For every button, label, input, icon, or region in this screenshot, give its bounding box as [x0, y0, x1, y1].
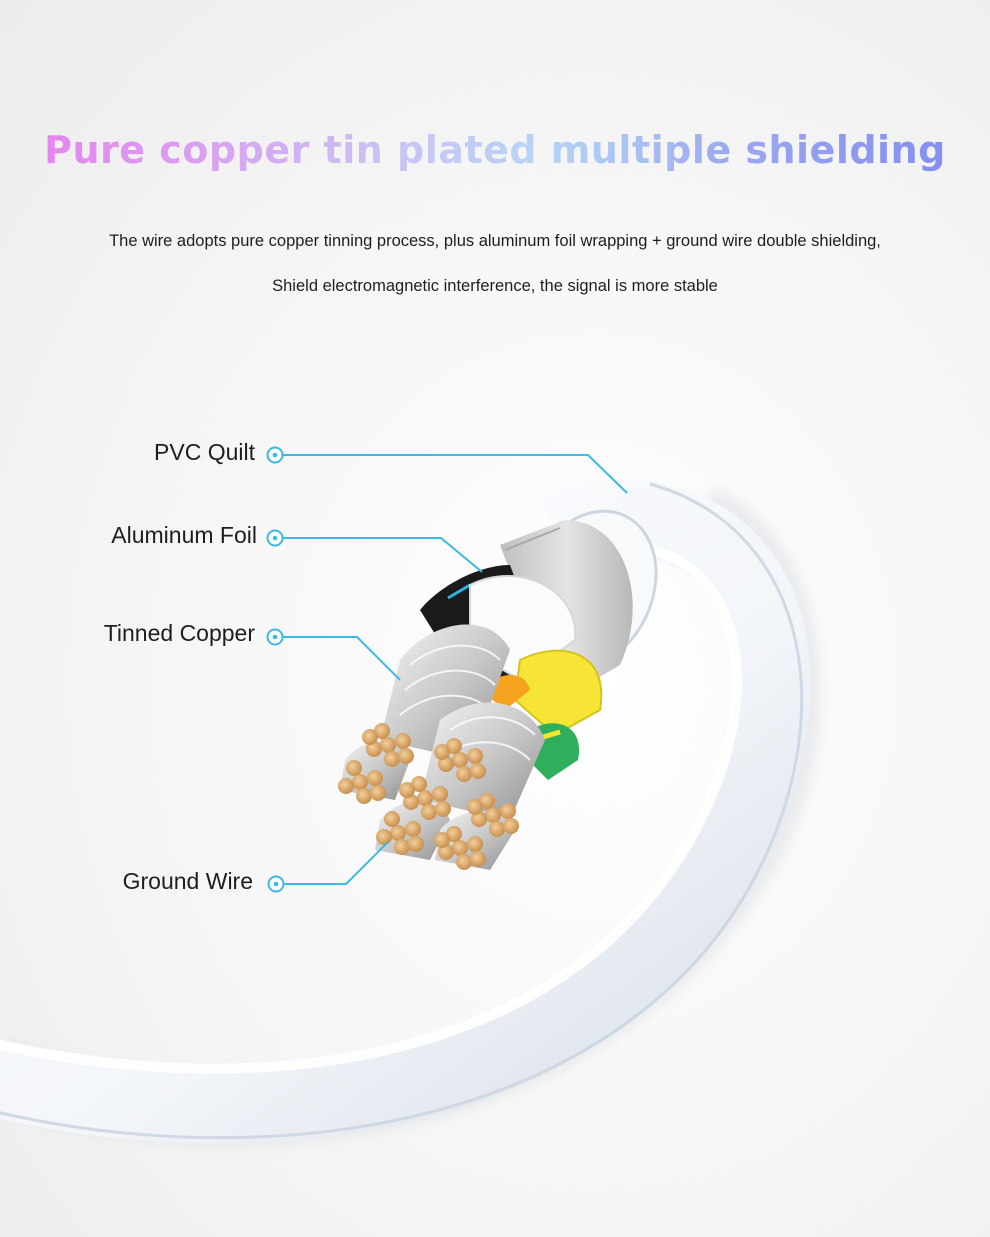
callout-label-pvc-quilt: PVC Quilt	[154, 439, 255, 465]
cable-jacket	[0, 479, 811, 1144]
copper-core-clusters	[338, 723, 519, 870]
callout-line-aluminum-foil	[283, 537, 483, 573]
callout-line-pvc-quilt	[283, 454, 628, 494]
callout-label-tinned-copper: Tinned Copper	[103, 620, 255, 646]
yellow-wire	[513, 649, 603, 737]
description-line-1: The wire adopts pure copper tinning proc…	[109, 232, 881, 250]
description-line-2: Shield electromagnetic interference, the…	[272, 277, 718, 295]
target-dot-icon	[266, 628, 284, 646]
callout-label-ground-wire: Ground Wire	[122, 868, 253, 894]
target-dot-icon	[266, 446, 284, 464]
callout-line-tinned-copper	[283, 636, 401, 681]
target-dot-icon	[267, 875, 285, 893]
target-dot-icon	[266, 529, 284, 547]
callout-label-aluminum-foil: Aluminum Foil	[111, 522, 257, 548]
callout-line-ground-wire	[284, 841, 389, 885]
page-title: Pure copper tin plated multiple shieldin…	[0, 122, 990, 178]
callout-lines	[283, 454, 628, 885]
callout-markers	[266, 446, 285, 893]
